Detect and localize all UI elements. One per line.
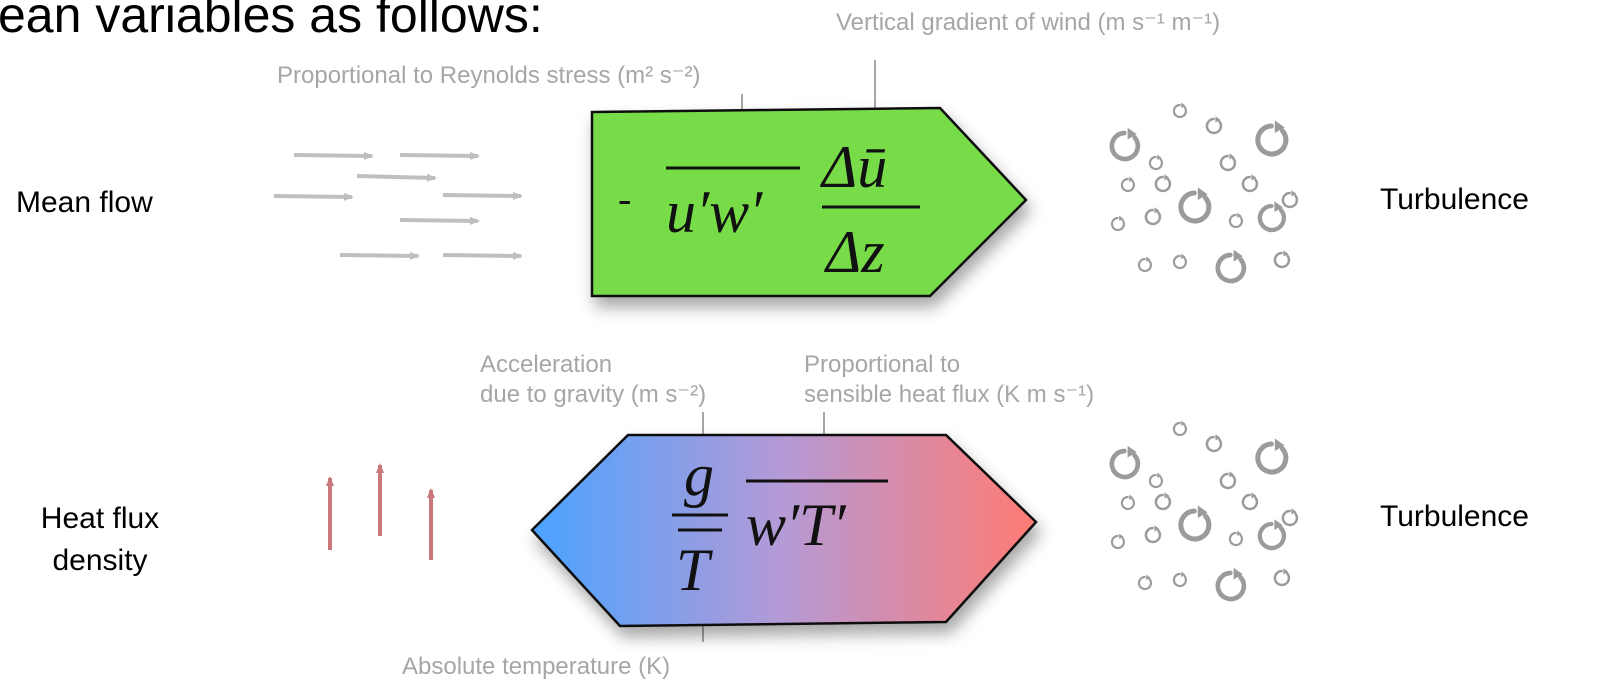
- gravity-annotation-line1: Acceleration: [480, 351, 613, 378]
- shear-production-formula: - u′w′ Δū Δz: [618, 134, 920, 285]
- heat-flux-label: Heat flux density: [22, 498, 178, 582]
- formula-uw-covariance: u′w′: [666, 179, 763, 245]
- wind-gradient-annotation: Vertical gradient of wind (m s⁻¹ m⁻¹): [836, 9, 1221, 36]
- gravity-annotation-line2: due to gravity (m s⁻²): [480, 381, 707, 408]
- turbulence-label-top: Turbulence: [1380, 183, 1529, 216]
- mean-flow-production-box: [590, 106, 1028, 298]
- wind-arrows-icon: [273, 151, 523, 260]
- turbulence-label-bottom: Turbulence: [1380, 500, 1529, 533]
- heat-flux-label-line2: density: [52, 544, 148, 577]
- formula-wt-covariance: w′T′: [746, 492, 847, 558]
- heat-flux-label-line1: Heat flux: [40, 502, 160, 535]
- heat-flux-annotation-line2: sensible heat flux (K m s⁻¹): [804, 381, 1095, 408]
- temperature-annotation: Absolute temperature (K): [402, 653, 671, 680]
- slide-heading: ean variables as follows:: [0, 0, 543, 43]
- turbulence-eddies-icon: [1112, 101, 1299, 281]
- heat-flux-annotation-line1: Proportional to: [804, 351, 961, 378]
- formula-minus-sign: -: [618, 176, 631, 221]
- buoyancy-production-box: [530, 433, 1038, 628]
- gravity-annotation: Acceleration due to gravity (m s⁻²): [480, 350, 706, 410]
- formula-du-numerator: Δū: [820, 134, 887, 200]
- formula-t-denominator: T: [676, 537, 713, 603]
- turbulence-eddies-icon: [1112, 419, 1299, 599]
- heat-flux-annotation: Proportional to sensible heat flux (K m …: [804, 350, 1094, 410]
- reynolds-stress-annotation: Proportional to Reynolds stress (m² s⁻²): [277, 62, 701, 89]
- heat-flux-arrows-icon: [326, 463, 435, 560]
- formula-g-numerator: g: [684, 442, 714, 508]
- buoyancy-production-formula: g T w′T′: [672, 442, 888, 603]
- mean-flow-label: Mean flow: [16, 186, 153, 219]
- formula-dz-denominator: Δz: [824, 219, 885, 285]
